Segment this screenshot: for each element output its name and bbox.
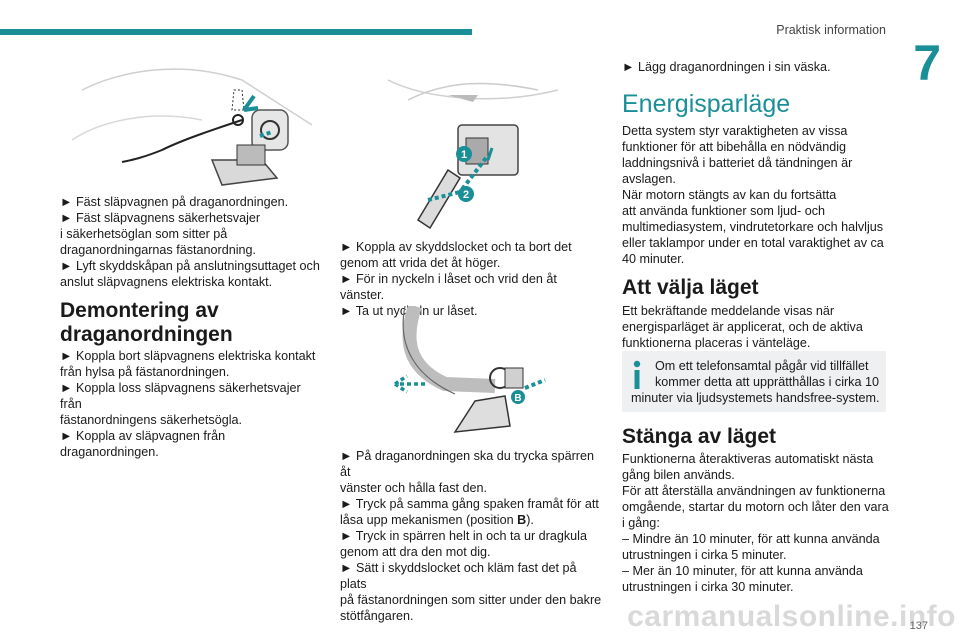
col1-line: fästanordningens säkerhetsögla. — [60, 413, 243, 427]
info-box: Om ett telefonsamtal pågår vid tillfälle… — [622, 351, 886, 412]
col3-line: utrustningen i cirka 5 minuter. — [622, 548, 787, 562]
info-icon — [633, 360, 641, 389]
heading-energisparlage: Energisparläge — [622, 90, 791, 118]
col2-line: vänster och hålla fast den. — [340, 481, 488, 495]
info-line: Om ett telefonsamtal pågår vid tillfälle… — [655, 359, 869, 373]
col3-line: gång bilen används. — [622, 468, 735, 482]
col1-line: ► Koppla av släpvagnen från draganordnin… — [60, 429, 226, 459]
col3-line: Ett bekräftande meddelande visas när — [622, 304, 835, 318]
col3-line: omgående, startar du motorn och låter de… — [622, 500, 889, 514]
col3-line: funktioner för att bibehålla en nödvändi… — [622, 140, 847, 154]
col3-line: i gång: — [622, 516, 660, 530]
callout-b: B — [514, 393, 521, 404]
col2-line: stötfångaren. — [340, 609, 414, 623]
chapter-number: 7 — [913, 35, 941, 91]
col1-line: i säkerhetsöglan som sitter på — [60, 227, 228, 241]
col3-line: avslagen. — [622, 172, 676, 186]
col3-line: att använda funktioner som ljud- och — [622, 204, 826, 218]
col3-line: funktionerna placeras i vänteläge. — [622, 336, 811, 350]
heading-demontering: Demontering av — [60, 299, 219, 322]
col2-line: ► Tryck in spärren helt in och ta ur dra… — [340, 529, 587, 543]
col2-line: ► Sätt i skyddslocket och kläm fast det … — [340, 561, 577, 591]
key-lock-illustration: 1 2 — [387, 79, 559, 230]
col2-line: ► På draganordningen ska du trycka spärr… — [340, 449, 594, 479]
col3-line: multimediasystem, vindrutetorkare och ha… — [622, 220, 884, 234]
col1-line: ► Lyft skyddskåpan på anslutningsuttaget… — [60, 259, 320, 273]
callout-2: 2 — [463, 189, 469, 201]
col2-line: på fästanordningen som sitter under den … — [340, 593, 602, 607]
col3-line: – Mindre än 10 minuter, för att kunna an… — [622, 532, 880, 546]
col3-line: eller taklampor under en total varaktigh… — [622, 236, 884, 250]
col3-intro: ► Lägg draganordningen i sin väska. — [622, 60, 831, 74]
col1-line: ► Fäst släpvagnen på draganordningen. — [60, 195, 289, 209]
col3-line: För att återställa användningen av funkt… — [622, 484, 886, 498]
watermark: carmanualsonline.info — [627, 600, 956, 633]
col1-line: ► Koppla bort släpvagnens elektriska kon… — [60, 349, 316, 363]
page-number: 137 — [909, 620, 928, 632]
col3-line: energisparläget är applicerat, och de ak… — [622, 320, 863, 334]
col2-line: ► Koppla av skyddslocket och ta bort det — [340, 240, 572, 254]
col1-line: från hylsa på fästanordningen. — [60, 365, 230, 379]
col3-line: utrustningen i cirka 30 minuter. — [622, 580, 794, 594]
section-title: Praktisk information — [776, 23, 886, 37]
heading-att-valja: Att välja läget — [622, 276, 759, 299]
header-accent-bar — [0, 29, 472, 35]
col1-line: ► Fäst släpvagnens säkerhetsvajer — [60, 211, 261, 225]
col2-line: låsa upp mekanismen (position B). — [340, 513, 534, 527]
callout-1: 1 — [461, 149, 467, 161]
col1-line: anslut släpvagnens elektriska kontakt. — [60, 275, 273, 289]
col1-line: draganordningarnas fästanordning. — [60, 243, 257, 257]
col2-line: ► Tryck på samma gång spaken framåt för … — [340, 497, 599, 511]
tow-cable-illustration — [71, 68, 313, 186]
info-line: minuter via ljudsystemets handsfree-syst… — [631, 391, 880, 405]
col2-line: genom att dra den mot dig. — [340, 545, 491, 559]
col3-line: Funktionerna återaktiveras automatiskt n… — [622, 452, 874, 466]
heading-demontering-line2: draganordningen — [60, 323, 233, 346]
col3-line: laddningsnivå i batteriet då tändningen … — [622, 156, 853, 170]
col1-line: ► Koppla loss släpvagnens säkerhetsvajer… — [60, 381, 301, 411]
col3-line: 40 minuter. — [622, 252, 685, 266]
col3-line: Detta system styr varaktigheten av vissa — [622, 124, 848, 138]
col3-line: – Mer än 10 minuter, för att kunna använ… — [622, 564, 863, 578]
col3-line: När motorn stängts av kan du fortsätta — [622, 188, 837, 202]
col2-line: ► För in nyckeln i låset och vrid den åt… — [340, 272, 557, 302]
heading-stanga-av: Stänga av läget — [622, 425, 777, 448]
col2-line: genom att vrida det åt höger. — [340, 256, 501, 270]
latch-lever-illustration: B — [394, 306, 546, 433]
info-line: kommer detta att upprätthållas i cirka 1… — [655, 375, 879, 389]
